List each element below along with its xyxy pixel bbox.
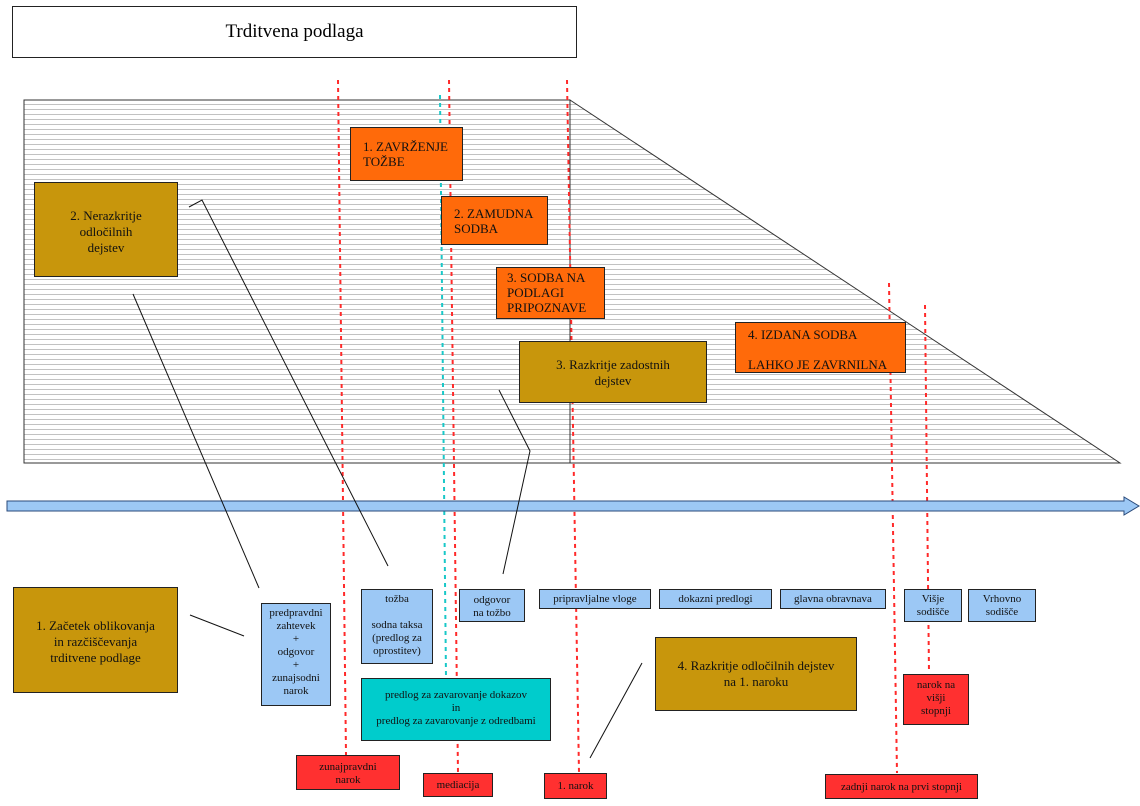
event-zunajpravdni-narok: zunajpravdni narok <box>296 755 400 790</box>
doc-predpravdni: predpravdni zahtevek + odgovor + zunajso… <box>261 603 331 706</box>
connector-p4 <box>589 662 643 759</box>
doc-tozba: tožba sodna taksa (predlog za oprostitev… <box>361 589 433 664</box>
marker-narok1 <box>566 79 580 774</box>
outcome-1-box: 1. ZAVRŽENJE TOŽBE <box>350 127 463 181</box>
argument-base-triangle <box>569 99 1122 464</box>
marker-mediacija <box>448 79 459 774</box>
phase-2-box: 2. Nerazkritje odločilnih dejstev <box>34 182 178 277</box>
event-mediacija: mediacija <box>423 773 493 797</box>
argument-base-rectangle <box>23 99 571 464</box>
timeline-arrow <box>6 496 1140 516</box>
doc-visje-sodisce: Višje sodišče <box>904 589 962 622</box>
diagram-title: Trditvena podlaga <box>12 6 577 58</box>
phase-1-box: 1. Začetek oblikovanja in razčiščevanja … <box>13 587 178 693</box>
phase-4-box: 4. Razkritje odločilnih dejstev na 1. na… <box>655 637 857 711</box>
marker-zavarovanje <box>439 94 447 679</box>
doc-pripravljalne: pripravljalne vloge <box>539 589 651 609</box>
event-1-narok: 1. narok <box>544 773 607 799</box>
doc-glavna: glavna obravnava <box>780 589 886 609</box>
outcome-4-box: 4. IZDANA SODBA LAHKO JE ZAVRNILNA <box>735 322 906 373</box>
outcome-3-box: 3. SODBA NA PODLAGI PRIPOZNAVE <box>496 267 605 319</box>
connector-p1 <box>189 614 245 637</box>
marker-zunajpravdni <box>337 79 347 756</box>
outcome-2-box: 2. ZAMUDNA SODBA <box>441 196 548 245</box>
event-narok-visji-stopnji: narok na višji stopnji <box>903 674 969 725</box>
doc-odgovor: odgovor na tožbo <box>459 589 525 622</box>
phase-3-box: 3. Razkritje zadostnih dejstev <box>519 341 707 403</box>
connector-p2-right <box>188 199 389 567</box>
event-zadnji-narok: zadnji narok na prvi stopnji <box>825 774 978 799</box>
connector-p2-left <box>132 293 260 589</box>
doc-dokazni: dokazni predlogi <box>659 589 772 609</box>
connector-p3 <box>498 389 531 575</box>
doc-zavarovanje: predlog za zavarovanje dokazov in predlo… <box>361 678 551 741</box>
doc-vrhovno-sodisce: Vrhovno sodišče <box>968 589 1036 622</box>
